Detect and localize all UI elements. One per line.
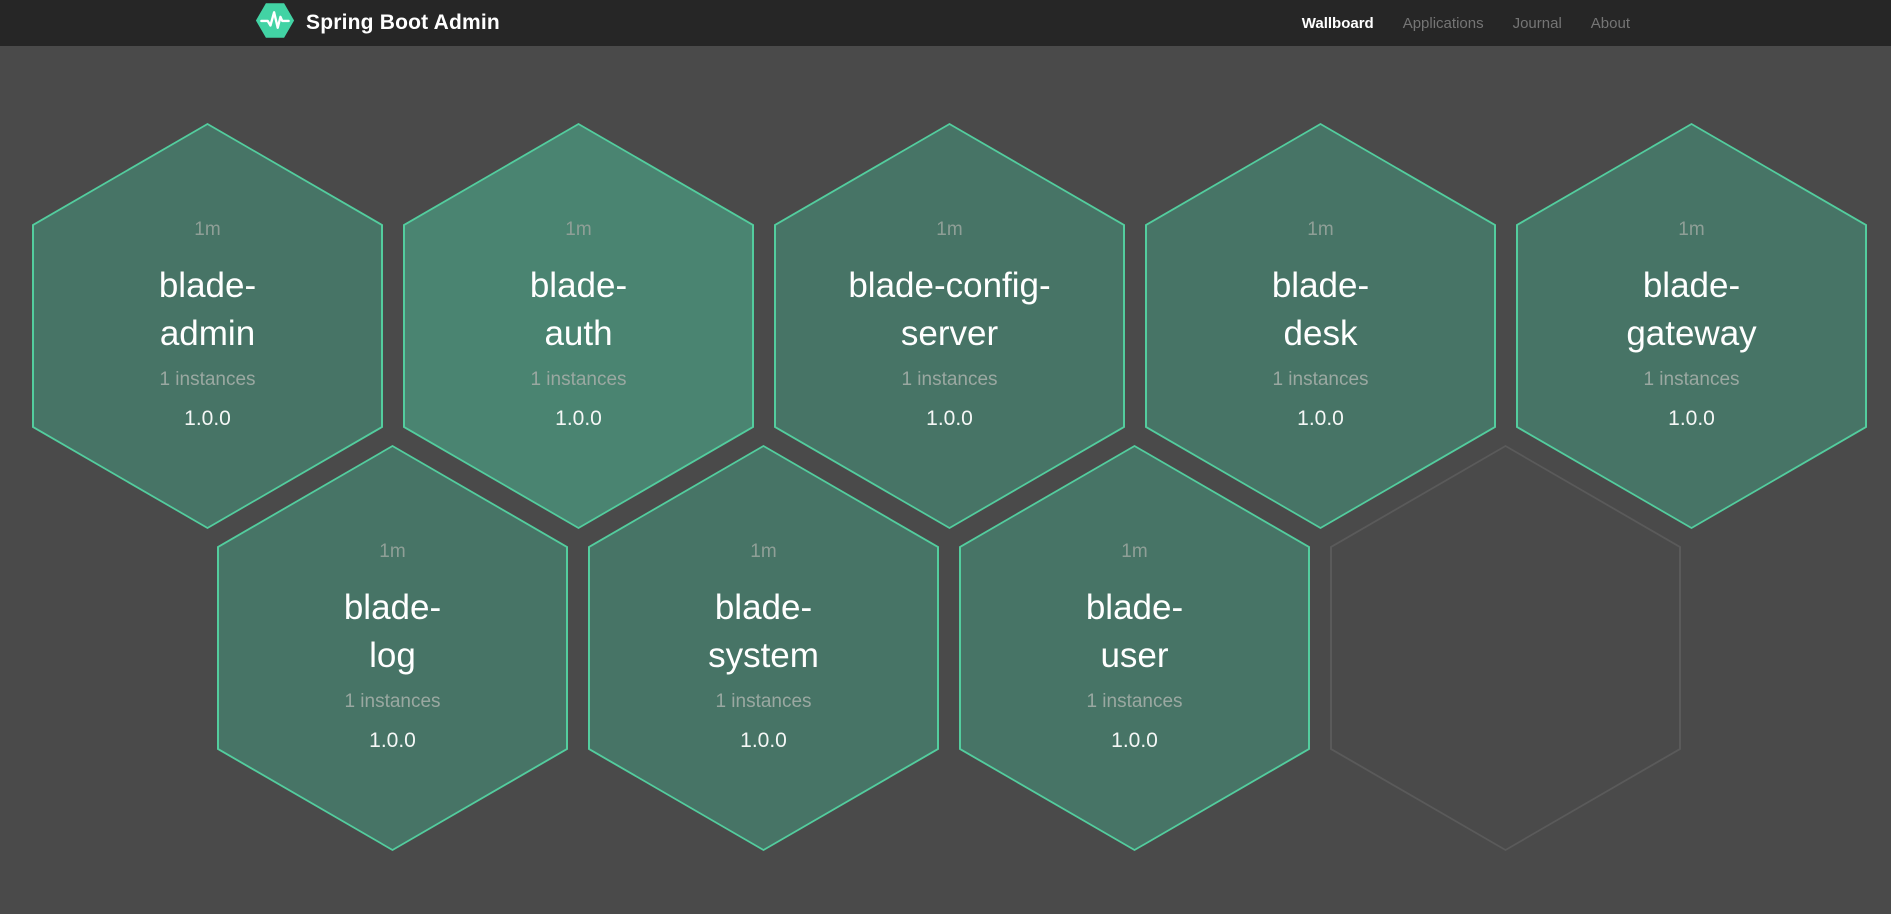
wallboard: 1m blade- admin 1 instances 1.0.0 1m bla…: [0, 46, 1891, 914]
app-uptime: 1m: [1121, 541, 1148, 562]
app-hexagon-blade-system[interactable]: 1m blade- system 1 instances 1.0.0: [588, 445, 939, 851]
hexagon-content: 1m blade- log 1 instances 1.0.0: [217, 445, 568, 851]
app-uptime: 1m: [1678, 219, 1705, 240]
app-name: blade- auth: [529, 266, 628, 353]
app-uptime: 1m: [379, 541, 406, 562]
app-name: blade- gateway: [1626, 266, 1757, 353]
app-instances: 1 instances: [530, 369, 627, 390]
app-instances: 1 instances: [159, 369, 256, 390]
app-hexagon-blade-desk[interactable]: 1m blade- desk 1 instances 1.0.0: [1145, 123, 1496, 529]
empty-hexagon-slot: [1330, 445, 1681, 851]
app-uptime: 1m: [750, 541, 777, 562]
app-name: blade- desk: [1271, 266, 1370, 353]
hexagon-fill: [1147, 125, 1494, 527]
hexagon-content: 1m blade- auth 1 instances 1.0.0: [403, 123, 754, 529]
top-navbar: Spring Boot Admin Wallboard Applications…: [0, 0, 1891, 46]
hexagon-content: 1m blade- gateway 1 instances 1.0.0: [1516, 123, 1867, 529]
app-uptime: 1m: [565, 219, 592, 240]
app-name: blade-config- server: [848, 266, 1051, 353]
navbar-links: Wallboard Applications Journal About: [1302, 15, 1630, 32]
app-version: 1.0.0: [184, 407, 231, 430]
app-name: blade- admin: [158, 266, 257, 353]
app-hexagon-blade-user[interactable]: 1m blade- user 1 instances 1.0.0: [959, 445, 1310, 851]
hexagon-fill: [219, 447, 566, 849]
app-uptime: 1m: [194, 219, 221, 240]
app-instances: 1 instances: [1086, 691, 1183, 712]
hexagon-content: 1m blade-config- server 1 instances 1.0.…: [774, 123, 1125, 529]
nav-item-about[interactable]: About: [1590, 14, 1630, 32]
app-instances: 1 instances: [715, 691, 812, 712]
hexagon-content: 1m blade- admin 1 instances 1.0.0: [32, 123, 383, 529]
app-instances: 1 instances: [1272, 369, 1369, 390]
brand-title: Spring Boot Admin: [306, 11, 500, 34]
app-hexagon-blade-auth[interactable]: 1m blade- auth 1 instances 1.0.0: [403, 123, 754, 529]
hexagon-content: 1m blade- desk 1 instances 1.0.0: [1145, 123, 1496, 529]
app-version: 1.0.0: [555, 407, 602, 430]
app-version: 1.0.0: [926, 407, 973, 430]
app-instances: 1 instances: [344, 691, 441, 712]
app-version: 1.0.0: [1111, 729, 1158, 752]
hexagon-content: 1m blade- system 1 instances 1.0.0: [588, 445, 939, 851]
app-name: blade- user: [1085, 588, 1184, 675]
app-version: 1.0.0: [1297, 407, 1344, 430]
brand-link[interactable]: Spring Boot Admin: [255, 1, 500, 45]
nav-item-applications[interactable]: Applications: [1402, 14, 1484, 32]
app-uptime: 1m: [936, 219, 963, 240]
app-hexagon-blade-log[interactable]: 1m blade- log 1 instances 1.0.0: [217, 445, 568, 851]
nav-item-wallboard[interactable]: Wallboard: [1301, 14, 1374, 32]
pulse-hexagon-icon: [255, 1, 295, 45]
app-uptime: 1m: [1307, 219, 1334, 240]
hexagon-fill: [1518, 125, 1865, 527]
app-hexagon-blade-config-server[interactable]: 1m blade-config- server 1 instances 1.0.…: [774, 123, 1125, 529]
app-instances: 1 instances: [1643, 369, 1740, 390]
hexagon-fill: [34, 125, 381, 527]
hexagon-fill: [1332, 447, 1679, 849]
app-hexagon-blade-gateway[interactable]: 1m blade- gateway 1 instances 1.0.0: [1516, 123, 1867, 529]
app-version: 1.0.0: [1668, 407, 1715, 430]
app-version: 1.0.0: [369, 729, 416, 752]
app-name: blade- system: [708, 588, 819, 675]
app-name: blade- log: [343, 588, 442, 675]
app-hexagon-blade-admin[interactable]: 1m blade- admin 1 instances 1.0.0: [32, 123, 383, 529]
nav-item-journal[interactable]: Journal: [1512, 14, 1562, 32]
app-instances: 1 instances: [901, 369, 998, 390]
app-version: 1.0.0: [740, 729, 787, 752]
hexagon-content: 1m blade- user 1 instances 1.0.0: [959, 445, 1310, 851]
